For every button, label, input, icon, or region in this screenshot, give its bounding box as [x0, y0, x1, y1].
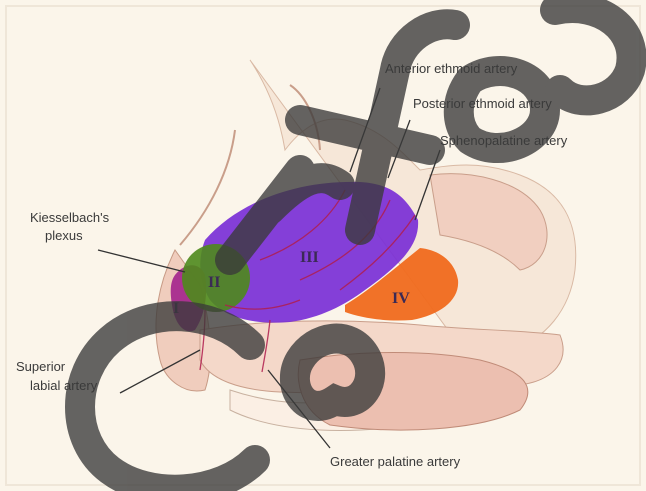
kiesselbach-plexus-label-line2: plexus	[45, 228, 83, 243]
greater-palatine-artery-label: Greater palatine artery	[330, 454, 461, 469]
region-ii-label: II	[208, 274, 220, 291]
region-iii-label: III	[300, 249, 319, 266]
superior-labial-artery-label-line1: Superior	[16, 359, 66, 374]
kiesselbach-plexus-label-line1: Kiesselbach's	[30, 210, 110, 225]
region-iv-label: IV	[392, 290, 410, 307]
